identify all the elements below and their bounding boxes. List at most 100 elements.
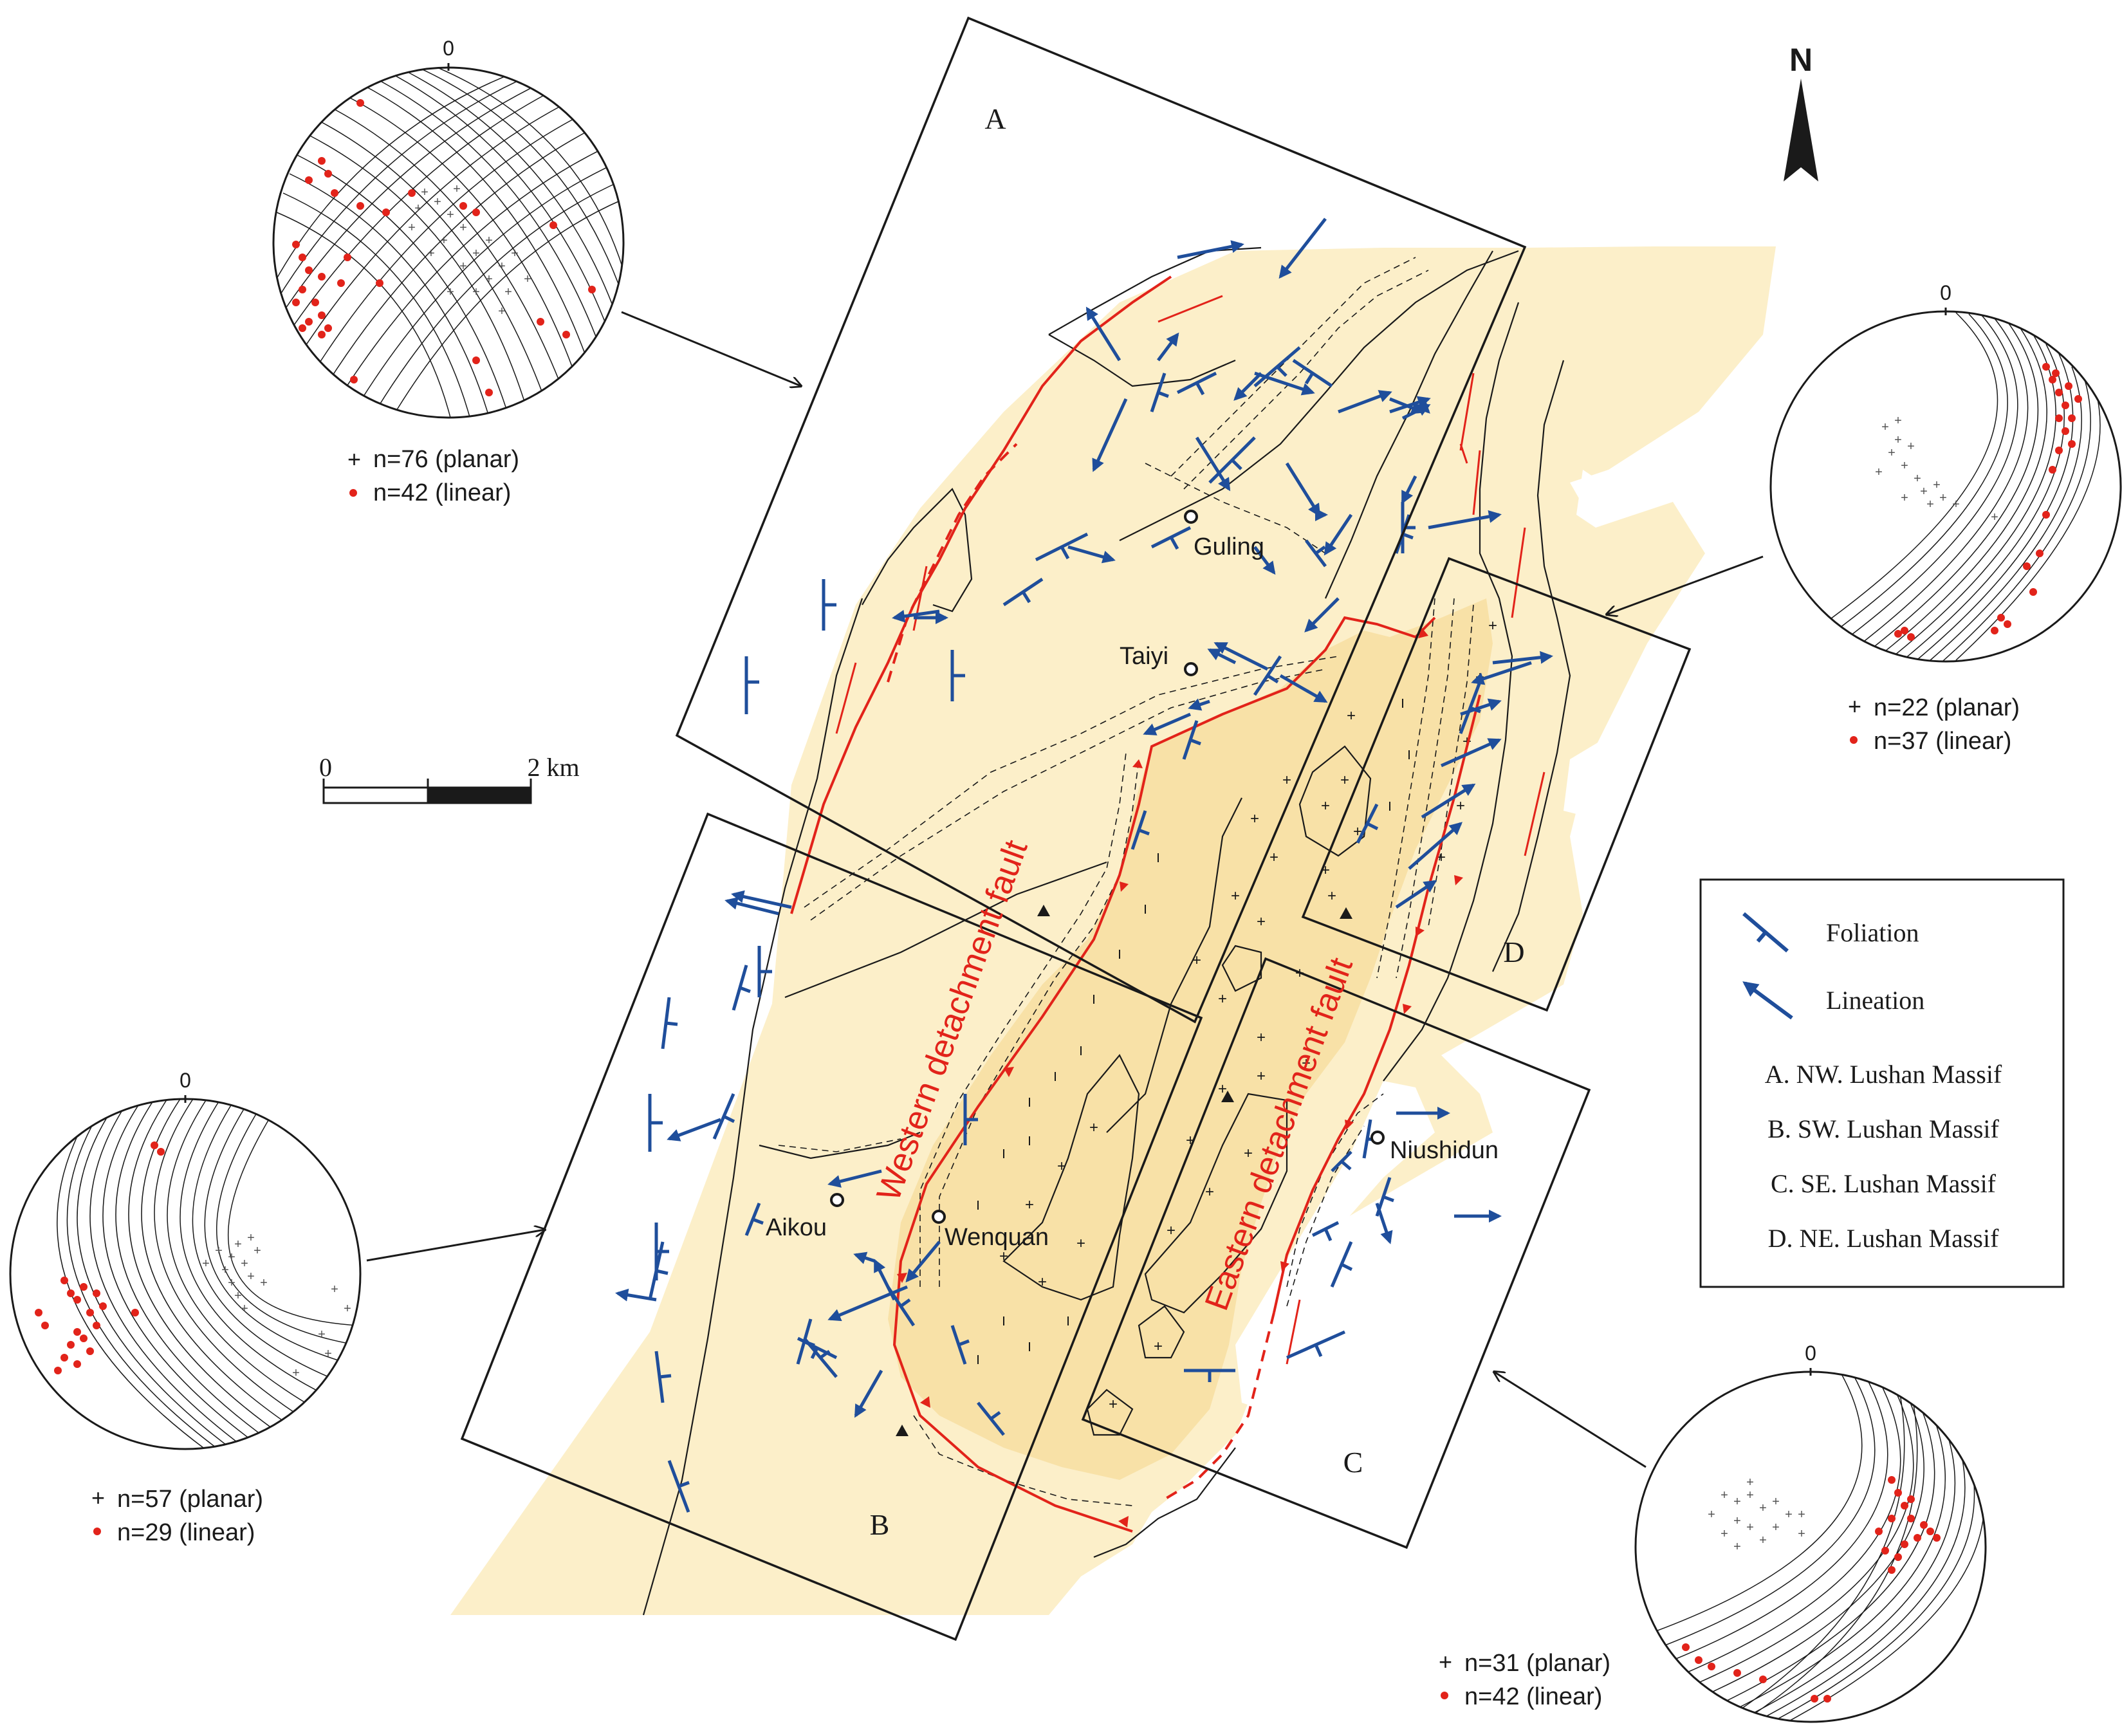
western-detachment-fault xyxy=(790,275,1436,1533)
svg-text:+: + xyxy=(1894,414,1902,428)
svg-text:+: + xyxy=(1798,1527,1805,1541)
stereonet-ne-planar-count: n=22 (planar) xyxy=(1874,694,2020,721)
stereonet-sw-planar-symbol: + xyxy=(91,1484,105,1511)
svg-text:+: + xyxy=(511,246,519,261)
svg-text:+: + xyxy=(1939,491,1947,505)
svg-text:+: + xyxy=(1746,1475,1754,1490)
legend-foliation-label: Foliation xyxy=(1826,918,1919,947)
svg-text:+: + xyxy=(1894,433,1902,447)
svg-text:+: + xyxy=(318,1327,326,1342)
eastern-gap xyxy=(1235,470,1621,1409)
svg-text:+: + xyxy=(440,234,448,248)
svg-text:+: + xyxy=(1076,1235,1085,1252)
legend-block-c: C. SE. Lushan Massif xyxy=(1771,1169,1997,1198)
svg-text:+: + xyxy=(1321,797,1330,815)
svg-text:+: + xyxy=(1347,707,1356,725)
svg-text:+: + xyxy=(1250,810,1259,827)
scale-distance-label: 2 km xyxy=(527,753,579,782)
stereonet-se-lineations xyxy=(1682,1476,1941,1703)
peak-icon xyxy=(1221,1091,1234,1102)
stereonet-sw-planar-count: n=57 (planar) xyxy=(117,1486,263,1513)
svg-text:+: + xyxy=(1746,1488,1754,1502)
svg-text:+: + xyxy=(498,304,506,319)
svg-text:+: + xyxy=(1721,1488,1728,1502)
stereonet-nw-planar-count: n=76 (planar) xyxy=(373,446,519,473)
svg-text:+: + xyxy=(1888,446,1896,460)
svg-text:+: + xyxy=(414,201,422,216)
svg-text:+: + xyxy=(1772,1520,1780,1535)
svg-text:+: + xyxy=(1488,617,1497,634)
scale-zero-label: 0 xyxy=(319,753,332,782)
svg-text:+: + xyxy=(1282,771,1291,789)
stereonet-nw-linear-symbol xyxy=(349,489,357,497)
stereonet-sw-lineations xyxy=(35,1141,165,1374)
dash-pattern xyxy=(977,699,1410,1364)
svg-text:+: + xyxy=(1952,497,1960,512)
svg-text:+: + xyxy=(472,246,480,261)
svg-text:+: + xyxy=(1218,990,1227,1008)
svg-text:+: + xyxy=(421,185,429,199)
inner-core-unit xyxy=(888,598,1493,1480)
svg-text:+: + xyxy=(1875,465,1883,479)
svg-text:+: + xyxy=(1708,1508,1715,1522)
stereonet-ne-poles: ++++ ++++ ++++ +++ xyxy=(1875,414,1998,524)
svg-text:+: + xyxy=(485,272,493,286)
svg-text:+: + xyxy=(1920,485,1928,499)
svg-text:+: + xyxy=(221,1263,229,1277)
svg-text:+: + xyxy=(1759,1533,1767,1547)
taiyi-marker xyxy=(1184,662,1198,676)
foliation-legend-icon xyxy=(1742,912,1789,953)
svg-text:+: + xyxy=(1218,1080,1227,1098)
svg-text:+: + xyxy=(1798,1508,1805,1522)
place-label-taiyi: Taiyi xyxy=(1120,643,1168,670)
svg-text:+: + xyxy=(1109,1396,1118,1413)
svg-text:+: + xyxy=(1038,1273,1047,1291)
north-label: N xyxy=(1789,42,1813,78)
svg-text:+: + xyxy=(1933,478,1941,492)
stereonet-ne-north: 0 xyxy=(1940,281,1951,304)
svg-text:+: + xyxy=(202,1257,210,1271)
block-a-outline xyxy=(675,16,1527,1024)
svg-text:+: + xyxy=(324,1347,332,1361)
wenquan-marker xyxy=(932,1210,946,1224)
ne-connector-arrow xyxy=(1607,555,1764,614)
svg-text:+: + xyxy=(1926,497,1934,512)
svg-text:+: + xyxy=(1302,1055,1311,1072)
svg-text:+: + xyxy=(504,285,512,299)
svg-text:+: + xyxy=(1901,491,1908,505)
stereonet-ne: 0 ++++ ++++ ++++ +++ + n=22 (planar) n=3… xyxy=(1769,281,2122,755)
stereonet-sw: 0 ++++ ++++ ++++ ++++ ++ + n=57 (planar)… xyxy=(9,1069,362,1546)
svg-text:+: + xyxy=(1721,1527,1728,1541)
lineation-legend-icon xyxy=(1742,981,1793,1020)
niushidun-marker xyxy=(1370,1131,1385,1145)
block-label-c: C xyxy=(1343,1446,1363,1479)
svg-text:+: + xyxy=(1785,1508,1793,1522)
sw-connector-arrow xyxy=(366,1230,545,1262)
svg-text:+: + xyxy=(1881,420,1889,434)
svg-text:+: + xyxy=(459,221,467,235)
svg-text:+: + xyxy=(1269,849,1278,866)
place-label-wenquan: Wenquan xyxy=(945,1224,1049,1251)
stereonet-ne-linear-symbol xyxy=(1850,736,1858,744)
svg-text:+: + xyxy=(1205,1183,1214,1201)
place-label-niushidun: Niushidun xyxy=(1390,1137,1499,1164)
lithologic-boundaries xyxy=(642,246,1571,1616)
svg-text:+: + xyxy=(215,1244,223,1258)
stereonet-ne-linear-count: n=37 (linear) xyxy=(1874,728,2011,755)
block-label-b: B xyxy=(870,1508,890,1541)
svg-text:+: + xyxy=(1907,439,1915,454)
peak-markers xyxy=(896,905,1352,1436)
svg-text:+: + xyxy=(1914,472,1921,486)
svg-text:+: + xyxy=(247,1231,255,1245)
stereonet-sw-linear-count: n=29 (linear) xyxy=(117,1519,255,1546)
peak-icon xyxy=(1037,905,1050,916)
svg-text:+: + xyxy=(1257,913,1266,930)
eastern-fault-dashed xyxy=(1163,1312,1275,1501)
stereonet-nw-planar-symbol: + xyxy=(347,446,361,472)
svg-text:+: + xyxy=(344,1302,351,1316)
svg-text:+: + xyxy=(1167,1222,1176,1239)
legend-box xyxy=(1699,878,2065,1288)
svg-text:+: + xyxy=(1025,1196,1034,1214)
stereonet-se-linear-symbol xyxy=(1441,1692,1448,1699)
svg-text:+: + xyxy=(1733,1514,1741,1528)
